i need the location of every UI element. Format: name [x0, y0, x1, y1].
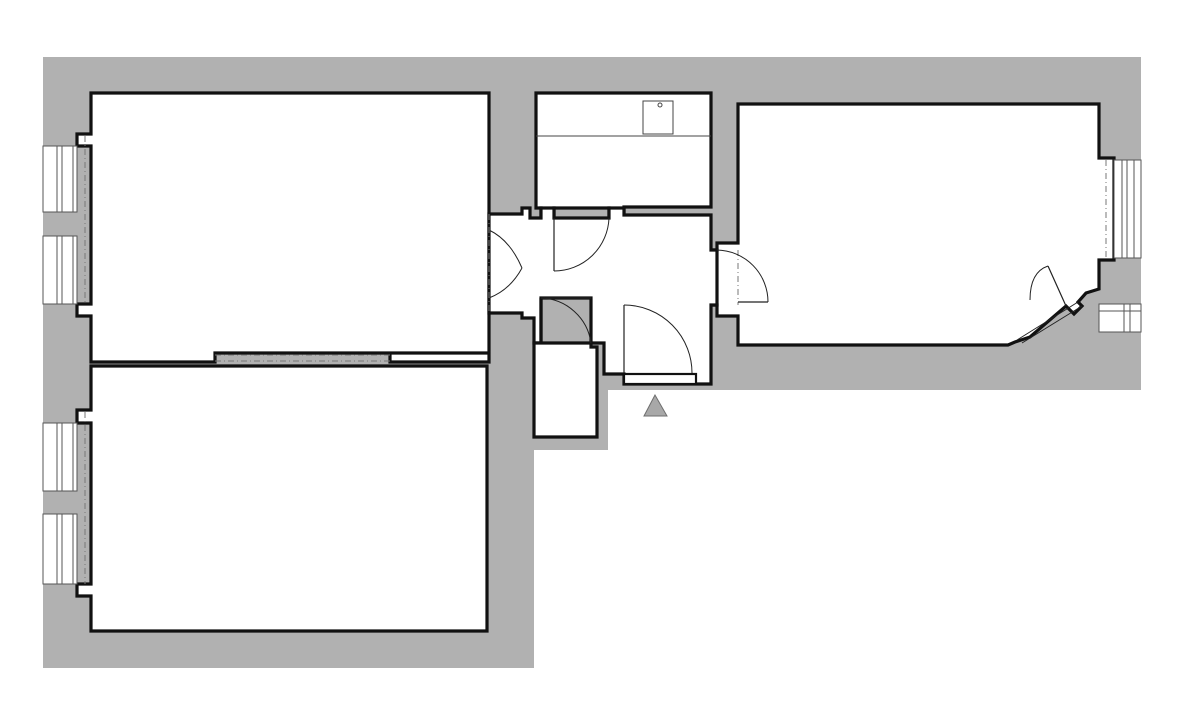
door-balcony	[1016, 265, 1083, 344]
window-left-3	[42, 422, 78, 492]
door-hall-to-room-right	[716, 249, 769, 305]
door-hall-to-room-top-left	[488, 214, 523, 313]
room-bottom-left	[75, 364, 489, 633]
door-kitchen	[553, 217, 610, 272]
window-left-4	[42, 513, 78, 585]
doors	[488, 214, 1083, 386]
room-top-left	[75, 91, 491, 364]
window-right-1	[1113, 159, 1142, 259]
rooms	[75, 91, 1116, 633]
window-left-1	[42, 145, 78, 213]
door-entrance	[622, 304, 698, 386]
window-right-2	[1098, 303, 1142, 333]
kitchen-fixtures	[536, 100, 711, 137]
storage-small	[532, 298, 599, 439]
sink-drain-icon	[657, 102, 663, 108]
room-right	[708, 102, 1116, 347]
sink-icon	[642, 100, 674, 135]
windows-right	[1098, 159, 1142, 333]
door-storage	[540, 297, 592, 344]
room-kitchen-top	[534, 91, 713, 220]
triangle-up-icon	[643, 393, 668, 417]
window-left-2	[42, 235, 78, 305]
opening-left-rooms	[215, 354, 390, 362]
windows-left	[42, 136, 86, 585]
